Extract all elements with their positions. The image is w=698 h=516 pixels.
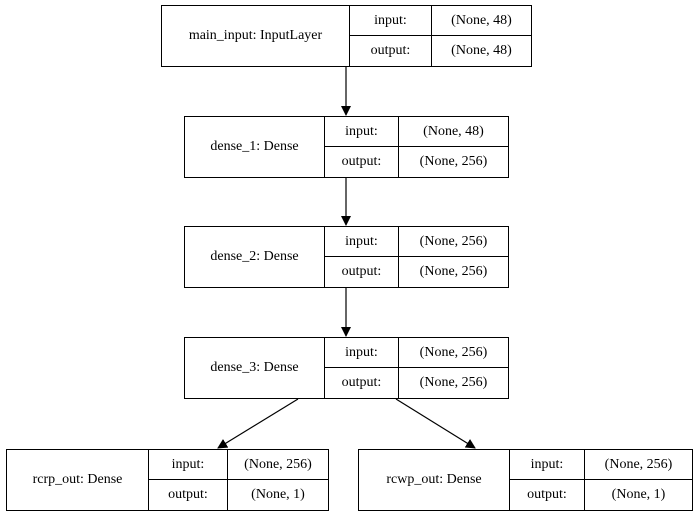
input-label: input: [350, 6, 432, 36]
output-shape: (None, 256) [419, 264, 488, 279]
node-name: dense_2: Dense [185, 227, 325, 287]
output-label: output: [325, 368, 399, 398]
output-label: output: [149, 480, 228, 510]
input-label: input: [325, 117, 399, 147]
output-shape: (None, 256) [419, 375, 488, 390]
output-shape: (None, 48) [451, 43, 512, 58]
input-label: input: [510, 450, 585, 480]
output-shape: (None, 1) [251, 487, 305, 502]
input-shape: (None, 256) [399, 338, 508, 368]
input-label: input: [149, 450, 228, 480]
output-label: output: [510, 480, 585, 510]
input-shape: (None, 256) [399, 227, 508, 257]
output-shape: (None, 256) [419, 154, 488, 169]
input-label: input: [325, 338, 399, 368]
output-label: output: [350, 36, 432, 66]
node-name: main_input: InputLayer [162, 6, 350, 66]
node-name: rcwp_out: Dense [359, 450, 510, 510]
node-name: dense_1: Dense [185, 117, 325, 177]
node-name: rcrp_out: Dense [7, 450, 149, 510]
output-shape: (None, 1) [611, 487, 666, 502]
input-shape: (None, 256) [585, 450, 692, 480]
node-name: dense_3: Dense [185, 338, 325, 398]
edge-to-rcwp-out [395, 398, 476, 449]
output-label: output: [325, 147, 399, 177]
input-shape: (None, 256) [228, 450, 328, 480]
edge-to-rcrp-out [217, 398, 299, 449]
input-label: input: [325, 227, 399, 257]
input-shape: (None, 48) [432, 6, 531, 36]
output-label: output: [325, 257, 399, 287]
input-shape: (None, 48) [399, 117, 508, 147]
